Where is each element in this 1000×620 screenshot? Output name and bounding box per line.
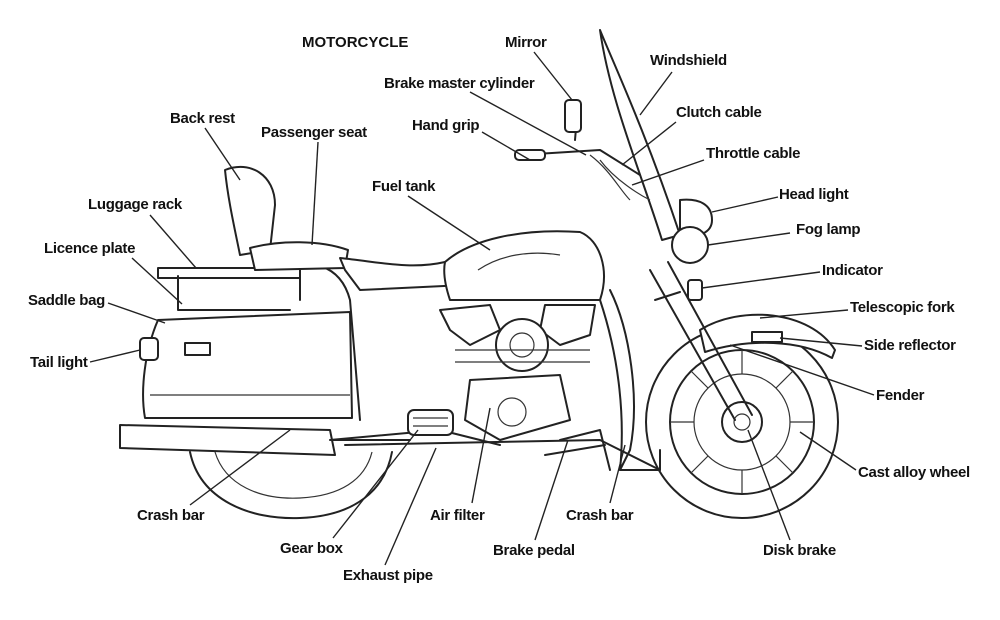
front-wheel (645, 325, 839, 519)
side-reflector-shape (751, 331, 783, 343)
diagram-title: MOTORCYCLE (302, 34, 409, 51)
front-fender (699, 313, 836, 359)
label-brake-master-cylinder: Brake master cylinder (384, 75, 535, 92)
label-fog-lamp: Fog lamp (796, 221, 861, 238)
label-air-filter: Air filter (430, 507, 485, 524)
label-fender: Fender (876, 387, 925, 404)
tail-light-shape (139, 337, 159, 361)
handlebar (514, 99, 641, 176)
leader-lines (89, 51, 875, 566)
windshield-shape (599, 29, 681, 241)
passenger-seat-shape (249, 241, 349, 271)
back-rest-shape (224, 165, 276, 256)
label-crash-bar-right: Crash bar (566, 507, 634, 524)
indicator-shape (687, 279, 703, 301)
fuel-tank-shape (443, 230, 605, 301)
label-mirror: Mirror (505, 34, 547, 51)
label-crash-bar-left: Crash bar (137, 507, 205, 524)
saddle-bag-shape (142, 311, 353, 419)
label-luggage-rack: Luggage rack (88, 196, 182, 213)
label-side-reflector: Side reflector (864, 337, 956, 354)
licence-plate-shape (184, 342, 211, 356)
label-throttle-cable: Throttle cable (706, 145, 801, 162)
label-licence-plate: Licence plate (44, 240, 136, 257)
label-brake-pedal: Brake pedal (493, 542, 575, 559)
label-disk-brake: Disk brake (763, 542, 836, 559)
cables-shape (589, 154, 651, 201)
label-gear-box: Gear box (280, 540, 343, 557)
luggage-rack-shape (157, 267, 301, 311)
frame (329, 299, 661, 471)
fog-lamp-shape (671, 226, 709, 264)
air-filter-shape (407, 409, 454, 436)
rear-wheel (189, 451, 393, 520)
label-windshield: Windshield (650, 52, 727, 69)
label-indicator: Indicator (822, 262, 883, 279)
label-head-light: Head light (779, 186, 849, 203)
label-passenger-seat: Passenger seat (261, 124, 367, 141)
front-crash-bar-shape (609, 289, 635, 471)
exhaust-pipe-shape (119, 424, 336, 456)
engine-shape (439, 304, 596, 441)
label-exhaust-pipe: Exhaust pipe (343, 567, 433, 584)
telescopic-fork (649, 261, 753, 421)
label-telescopic-fork: Telescopic fork (850, 299, 955, 316)
label-fuel-tank: Fuel tank (372, 178, 436, 195)
label-hand-grip: Hand grip (412, 117, 480, 134)
label-cast-alloy-wheel: Cast alloy wheel (858, 464, 970, 481)
label-tail-light: Tail light (30, 354, 88, 371)
label-back-rest: Back rest (170, 110, 235, 127)
label-clutch-cable: Clutch cable (676, 104, 762, 121)
label-saddle-bag: Saddle bag (28, 292, 106, 309)
